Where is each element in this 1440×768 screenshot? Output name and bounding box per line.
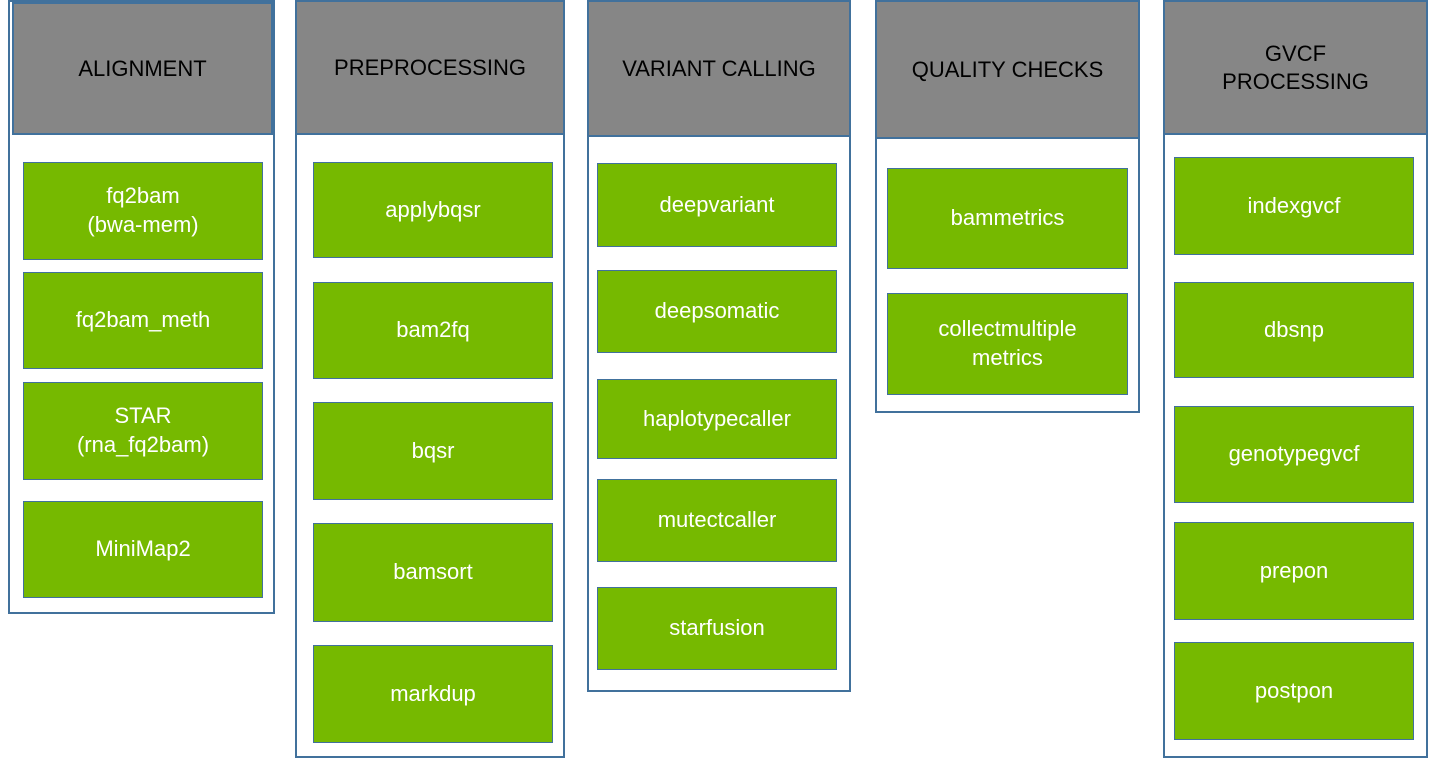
tool-postpon: postpon	[1174, 642, 1414, 740]
tool-star-rna-fq2bam: STAR (rna_fq2bam)	[23, 382, 263, 480]
tool-prepon: prepon	[1174, 522, 1414, 620]
column-preprocessing-header: PREPROCESSING	[295, 0, 565, 135]
column-variant-calling: VARIANT CALLING deepvariant deepsomatic …	[587, 0, 851, 692]
column-quality-checks: QUALITY CHECKS bammetrics collectmultipl…	[875, 0, 1140, 413]
tool-markdup: markdup	[313, 645, 553, 743]
tool-deepsomatic: deepsomatic	[597, 270, 837, 353]
tool-dbsnp: dbsnp	[1174, 282, 1414, 378]
tool-haplotypecaller: haplotypecaller	[597, 379, 837, 459]
column-quality-checks-header: QUALITY CHECKS	[875, 0, 1140, 139]
tool-bam2fq: bam2fq	[313, 282, 553, 379]
tool-applybqsr: applybqsr	[313, 162, 553, 258]
tool-deepvariant: deepvariant	[597, 163, 837, 247]
column-alignment-header: ALIGNMENT	[12, 2, 273, 135]
tool-collectmultiplemetrics: collectmultiple metrics	[887, 293, 1128, 395]
tool-fq2bam: fq2bam (bwa-mem)	[23, 162, 263, 260]
tool-bamsort: bamsort	[313, 523, 553, 622]
tool-genotypegvcf: genotypegvcf	[1174, 406, 1414, 503]
column-alignment: ALIGNMENT fq2bam (bwa-mem) fq2bam_meth S…	[8, 0, 275, 614]
tool-starfusion: starfusion	[597, 587, 837, 670]
tool-indexgvcf: indexgvcf	[1174, 157, 1414, 255]
tool-bqsr: bqsr	[313, 402, 553, 500]
column-gvcf-processing-header: GVCF PROCESSING	[1163, 0, 1428, 135]
tool-bammetrics: bammetrics	[887, 168, 1128, 269]
tool-mutectcaller: mutectcaller	[597, 479, 837, 562]
column-preprocessing: PREPROCESSING applybqsr bam2fq bqsr bams…	[295, 0, 565, 758]
column-gvcf-processing: GVCF PROCESSING indexgvcf dbsnp genotype…	[1163, 0, 1428, 758]
tool-fq2bam-meth: fq2bam_meth	[23, 272, 263, 369]
column-variant-calling-header: VARIANT CALLING	[587, 0, 851, 137]
tool-minimap2: MiniMap2	[23, 501, 263, 598]
